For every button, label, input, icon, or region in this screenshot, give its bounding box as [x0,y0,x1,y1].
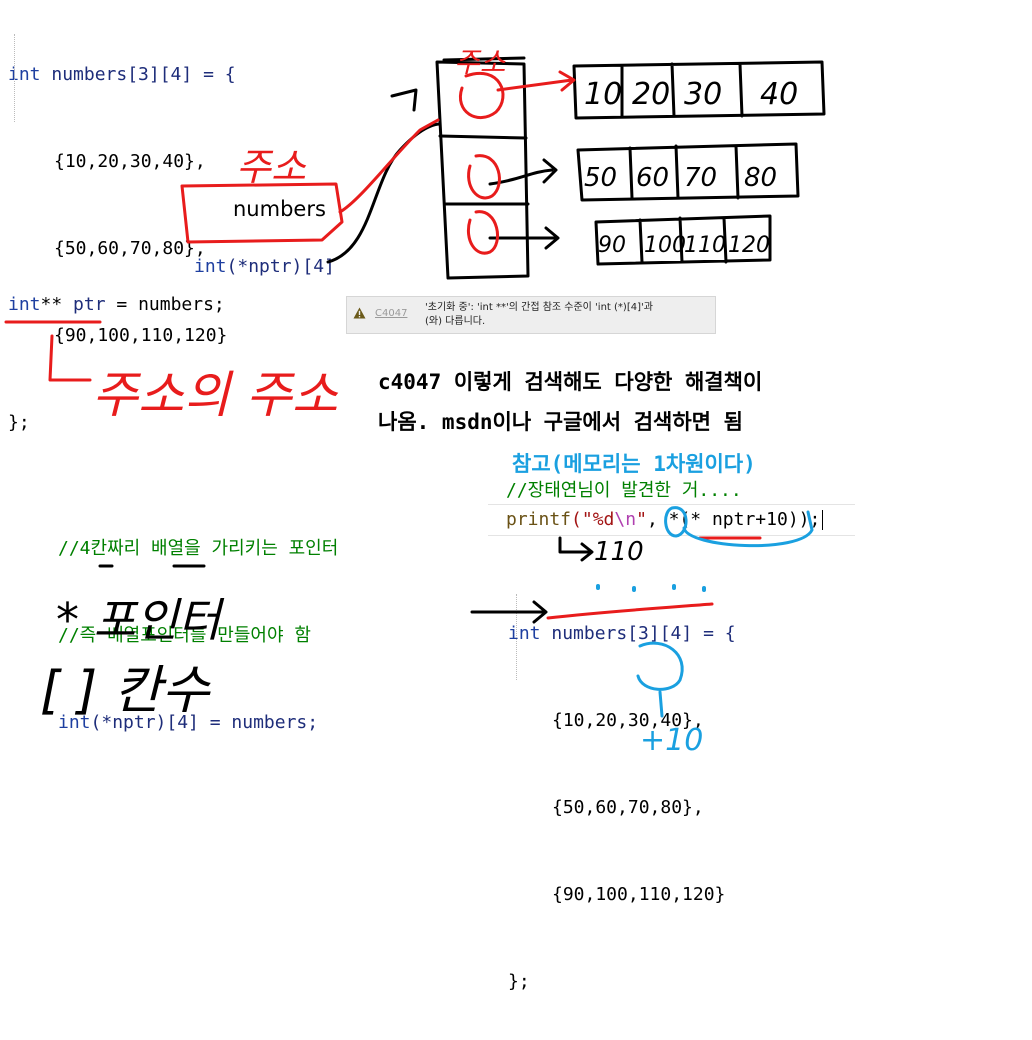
warning-message-line: '초기화 중': 'int **'의 간접 참조 수준이 'int (*)[4]… [425,302,653,313]
code-line: }; [8,408,236,437]
note-line-1: c4047 이렇게 검색해도 다양한 해결책이 [378,370,763,394]
red-circle [467,210,499,255]
pointer-array-column [435,56,530,280]
code-text: }; [8,412,30,433]
keyword: int [508,623,541,644]
array-cell-value: 60 [636,163,669,193]
array-cell-value: 30 [684,77,722,112]
indent-guide [14,34,15,122]
code-line: {50,60,70,80}, [8,234,236,263]
string-literal: " [636,509,647,530]
code-text: = numbers; [105,294,225,315]
warning-icon [353,307,366,319]
array-row-box [572,60,826,120]
black-arrow [488,158,558,186]
array-cell-value: 90 [598,233,626,258]
array-row-box [576,142,800,202]
code-line: int numbers[3][4] = { [508,619,736,648]
function-name: printf [506,509,572,530]
code-text: {10,20,30,40}, [552,710,704,731]
red-arrow [496,70,576,92]
code-text: {50,60,70,80}, [54,238,206,259]
numbers-label: numbers [233,197,326,221]
code-text: (*nptr)[4] [226,256,335,277]
printf-line: printf("%d\n", *(* nptr+10)); [506,505,824,534]
keyword: int [58,712,91,733]
array-cell-value: 100 [644,233,686,258]
code-line: }; [508,967,736,996]
red-circle [458,72,505,119]
code-text: ** [40,294,63,315]
code-text: ptr [62,294,106,315]
note-line-2: 나옴. msdn이나 구글에서 검색하면 됨 [378,410,743,434]
code-text: numbers[3][4] = { [40,64,236,85]
indent-guide [516,594,517,680]
code-top: int numbers[3][4] = { {10,20,30,40}, {50… [8,2,236,466]
column-divider [438,134,530,206]
text-cursor [822,510,824,530]
warning-message: '초기화 중': 'int **'의 간접 참조 수준이 'int (*)[4]… [425,301,653,329]
array-row-box [594,214,772,266]
format-spec: %d [592,509,615,530]
array-cell-value: 50 [584,163,617,193]
escape-sequence: \n [614,509,637,530]
red-circle [467,154,501,200]
ptr-declaration: int** ptr = numbers; [8,290,225,319]
code-text: {10,20,30,40}, [54,151,206,172]
red-arrow [338,118,440,214]
warning-code-link[interactable]: C4047 [375,308,408,319]
array-cell-value: 120 [728,233,770,258]
array-cell-value: 40 [760,77,798,112]
comment-line: //즉 배열포인터를 만들어야 함 [58,625,311,646]
warning-tooltip: C4047 '초기화 중': 'int **'의 간접 참조 수준이 'int … [346,296,716,334]
code-text: numbers[3][4] = { [540,623,736,644]
code-line: {90,100,110,120} [508,880,736,909]
code-line: {90,100,110,120} [8,321,236,350]
nptr-declaration: int(*nptr)[4] [194,252,335,281]
right-array-block: int numbers[3][4] = { {10,20,30,40}, {50… [508,561,736,1025]
left-code-block: //4칸짜리 배열을 가리키는 포인터 //즉 배열포인터를 만들어야 함 in… [58,476,338,766]
array-cell-value: 20 [632,77,670,112]
code-text: {50,60,70,80}, [552,797,704,818]
code-text: }; [508,971,530,992]
black-arrow [488,226,560,250]
right-comment: //장태연님이 발견한 거.... [506,480,742,501]
code-line: int(*nptr)[4] = numbers; [58,708,338,737]
code-line: {10,20,30,40}, [508,706,736,735]
code-text: (*nptr)[4] = numbers; [90,712,319,733]
code-line: {10,20,30,40}, [8,147,236,176]
array-cell-value: 70 [684,163,717,193]
code-line: {50,60,70,80}, [508,793,736,822]
array-cell-value: 80 [744,163,777,193]
comment-line: //4칸짜리 배열을 가리키는 포인터 [58,538,339,559]
handwriting-jusho-top: 주소 [454,46,506,79]
black-arrow [558,536,594,562]
code-text: {90,100,110,120} [552,884,726,905]
code-text: , *(* nptr+10)); [646,509,821,530]
keyword: int [8,64,41,85]
handwriting-jusho: 주소 [236,145,307,189]
code-line: int numbers[3][4] = { [8,60,236,89]
string-literal: (" [571,509,593,530]
keyword: int [8,294,41,315]
warning-message-line: (와) 다릅니다. [425,316,486,327]
array-cell-value: 110 [684,233,726,258]
reference-note: 참고(메모리는 1차원이다) [512,452,756,476]
code-text: {90,100,110,120} [54,325,228,346]
array-cell-value: 10 [584,77,622,112]
keyword: int [194,256,227,277]
black-curve [326,88,442,264]
